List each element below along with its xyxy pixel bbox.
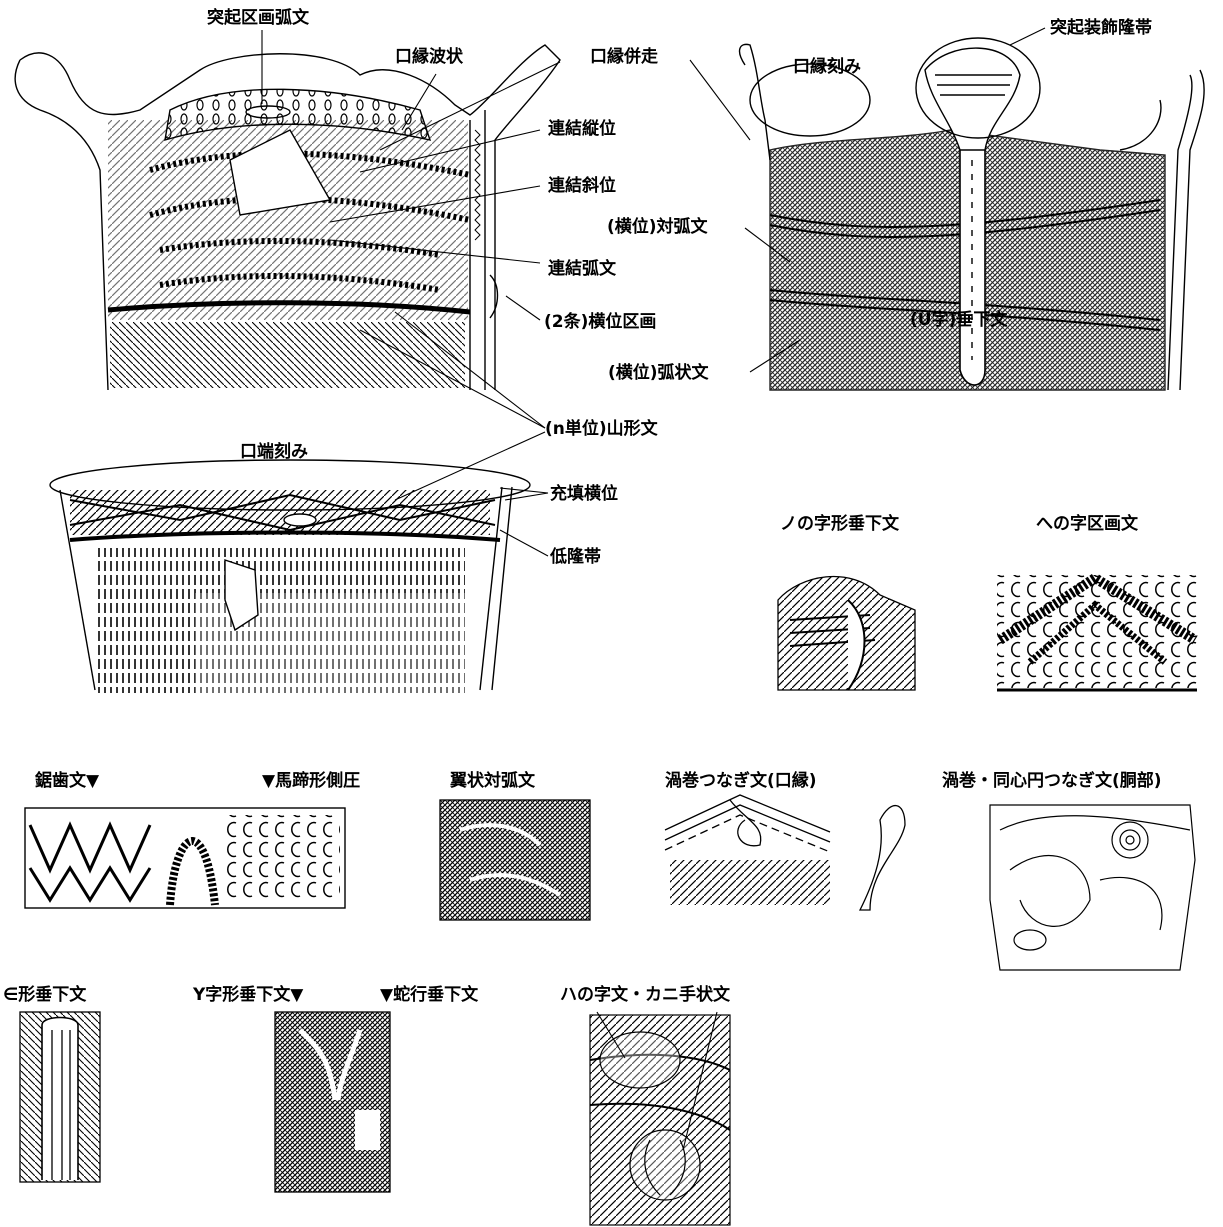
he-division-panel bbox=[997, 572, 1198, 692]
epsilon-pendant-panel bbox=[19, 1011, 101, 1183]
wing-arc-panel bbox=[439, 799, 591, 921]
label-ha-crab: ハの字文・カニ手状文 bbox=[560, 985, 730, 1005]
label-rim-parallel: 口縁併走 bbox=[590, 47, 658, 67]
label-snake-pendant: ▼蛇行垂下文 bbox=[380, 985, 479, 1005]
vessel-a-leaders bbox=[261, 30, 561, 321]
ha-crab-panel bbox=[589, 1014, 731, 1226]
vessel-c-illustration bbox=[49, 459, 531, 693]
spiral-rim-panel bbox=[664, 794, 906, 911]
label-hoof-press: ▼馬蹄形側圧 bbox=[262, 771, 361, 791]
label-horizontal-division: (2条)横位区画 bbox=[544, 312, 657, 332]
label-he-division: への字区画文 bbox=[1036, 514, 1138, 534]
label-u-pendant: (U字)垂下文 bbox=[910, 310, 1008, 330]
label-y-pendant: Y字形垂下文▼ bbox=[193, 985, 304, 1005]
label-opposed-arc: (横位)対弧文 bbox=[607, 217, 708, 237]
label-sawtooth: 鋸歯文▼ bbox=[35, 771, 100, 791]
label-no-pendant: ノの字形垂下文 bbox=[780, 514, 899, 534]
chevron-leaders bbox=[359, 311, 546, 501]
label-low-ridge: 低隆帯 bbox=[550, 547, 601, 567]
label-protrusion-arc: 突起区画弧文 bbox=[207, 8, 309, 28]
label-wing-arc: 翼状対弧文 bbox=[450, 771, 535, 791]
label-chevron: (n単位)山形文 bbox=[545, 419, 658, 439]
label-epsilon-pendant: ∈形垂下文 bbox=[3, 985, 87, 1005]
label-arc-pattern: (横位)弧状文 bbox=[608, 363, 709, 383]
ha-crab-leaders bbox=[596, 1011, 718, 1151]
vessel-a-illustration bbox=[14, 44, 561, 391]
label-lip-notch: 口端刻み bbox=[240, 442, 308, 462]
label-link-vertical: 連結縦位 bbox=[548, 119, 616, 139]
label-spiral-rim: 渦巻つなぎ文(口縁) bbox=[665, 771, 817, 791]
label-rim-notch: 口縁刻み bbox=[793, 57, 861, 77]
vessel-b-leaders bbox=[689, 27, 1046, 373]
vessel-c-leaders bbox=[499, 487, 549, 557]
label-rim-wave: 口縁波状 bbox=[395, 47, 463, 67]
sawtooth-panel bbox=[24, 807, 346, 909]
label-spiral-body: 渦巻・同心円つなぎ文(胴部) bbox=[942, 771, 1162, 791]
label-link-arc: 連結弧文 bbox=[548, 259, 616, 279]
label-protrusion-ridge: 突起装飾隆帯 bbox=[1050, 18, 1152, 38]
vessel-b-illustration bbox=[738, 37, 1205, 391]
y-pendant-panel bbox=[274, 1011, 391, 1193]
spiral-body-panel bbox=[989, 804, 1196, 971]
label-fill-horizontal: 充填横位 bbox=[550, 484, 618, 504]
no-pendant-panel bbox=[777, 575, 916, 691]
label-link-diagonal: 連結斜位 bbox=[548, 176, 616, 196]
